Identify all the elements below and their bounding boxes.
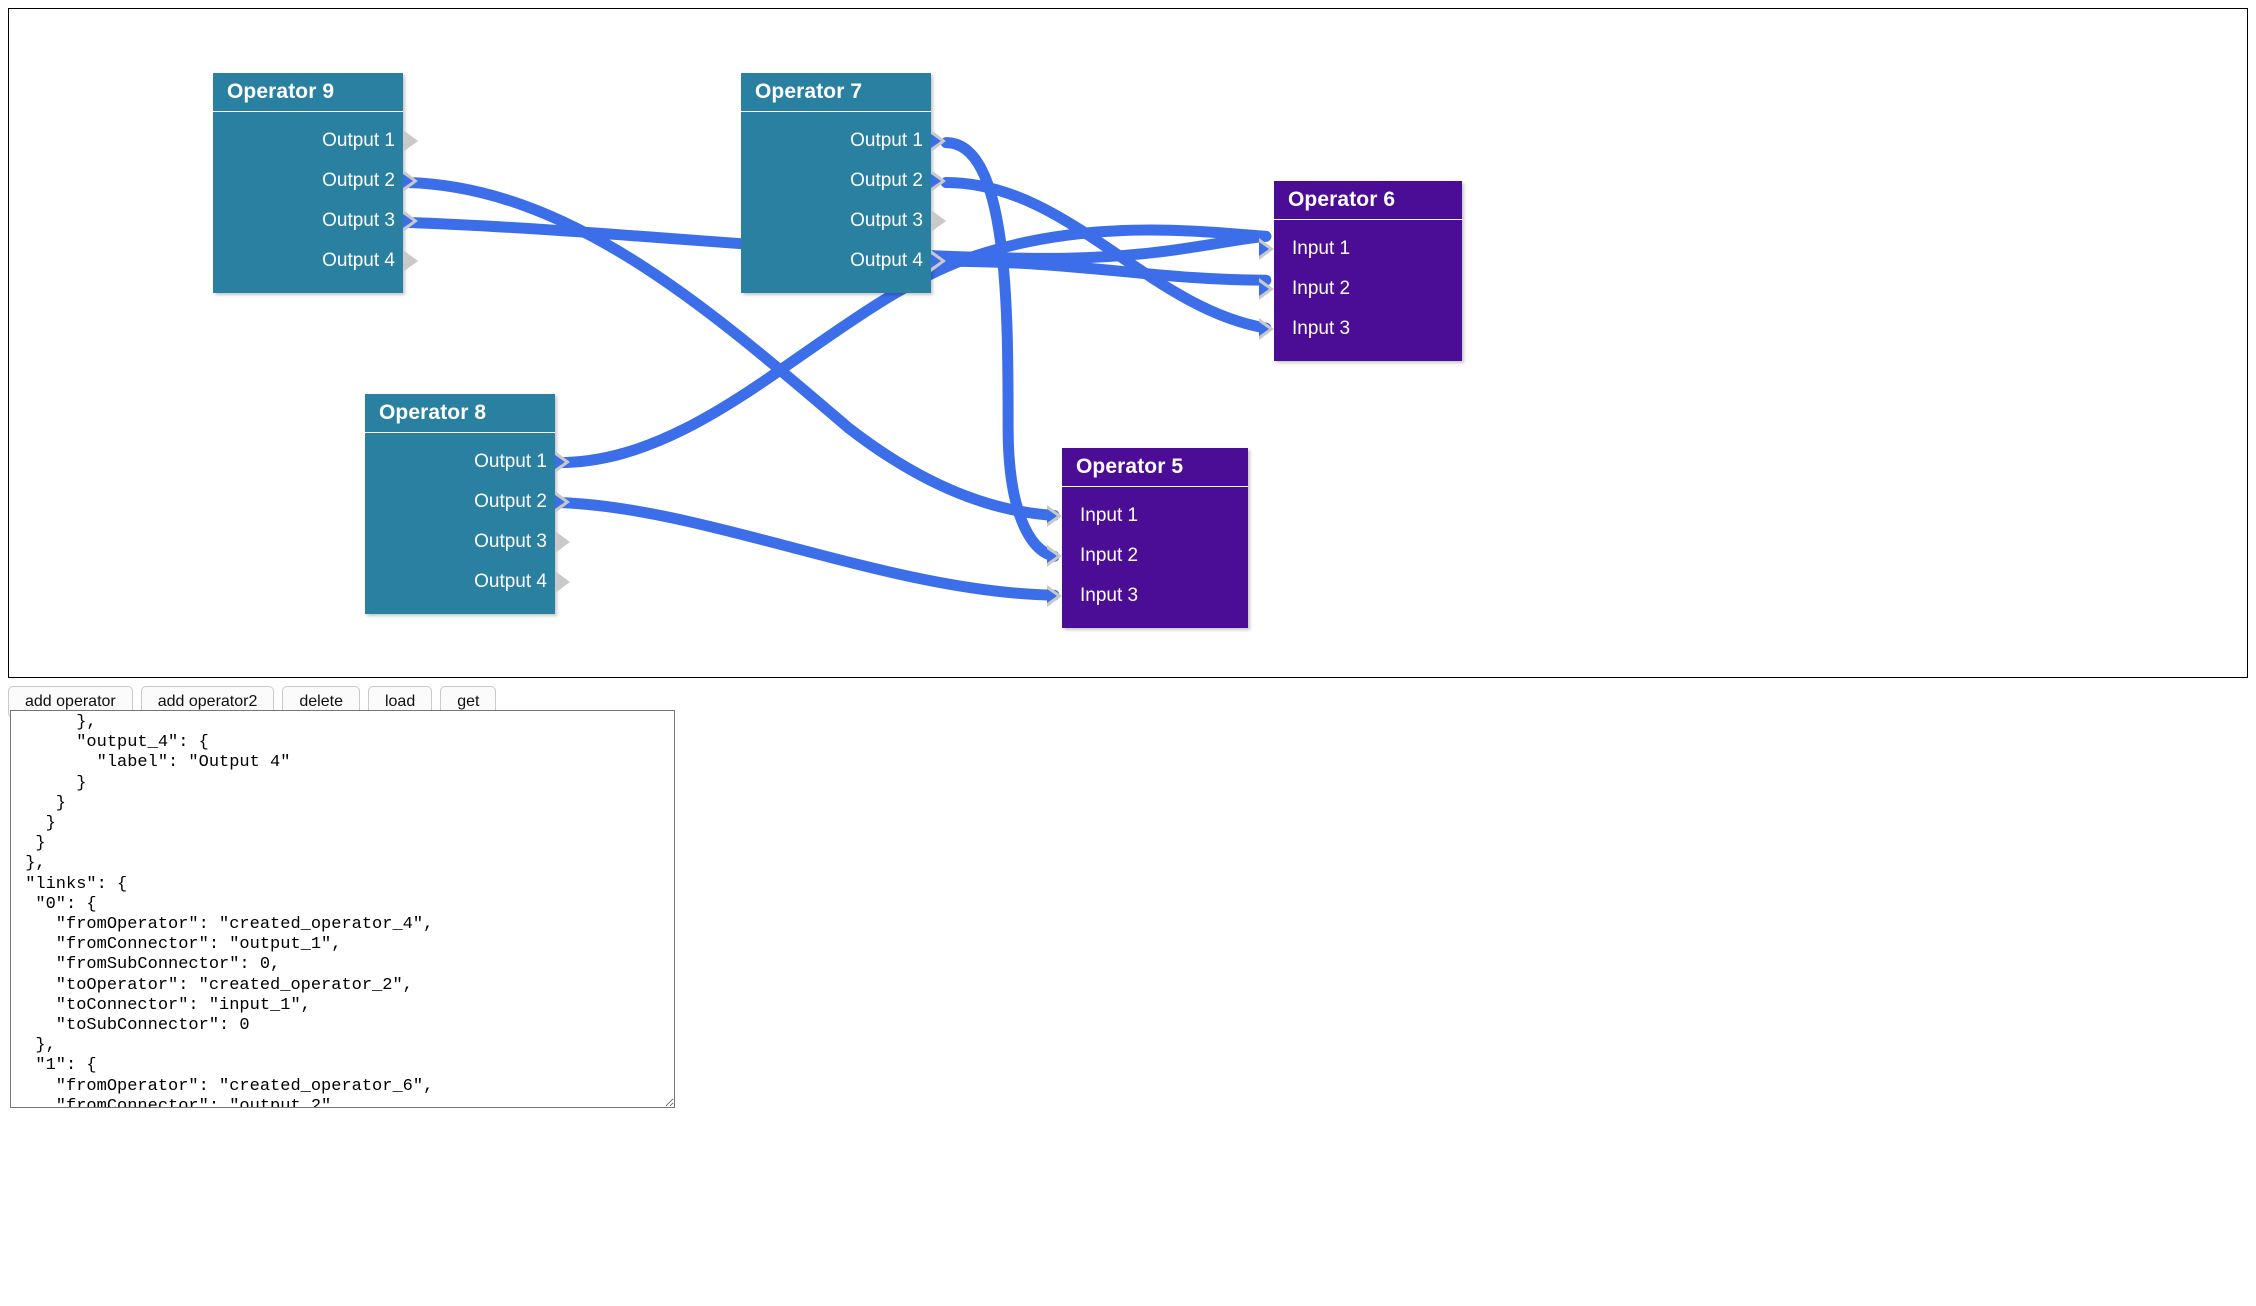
connector-arrow-icon[interactable] [931, 130, 946, 152]
connector-input_1[interactable]: Input 1 [1259, 229, 1462, 269]
connector-label: Output 2 [850, 170, 923, 191]
operator-body: Output 1 Output 2 Output 3 Output 4 [365, 433, 570, 614]
connector-input_3[interactable]: Input 3 [1259, 309, 1462, 349]
connector-label: Output 4 [322, 250, 395, 271]
connector-label: Input 2 [1292, 278, 1351, 299]
connector-output_3[interactable]: Output 3 [365, 522, 570, 562]
operator-box[interactable]: Operator 6 Input 1 Input 2 Input 3 [1259, 181, 1462, 361]
connector-label: Output 2 [322, 170, 395, 191]
connector-label: Output 3 [474, 531, 547, 552]
connector-output_2[interactable]: Output 2 [741, 161, 946, 201]
connector-output_1[interactable]: Output 1 [365, 442, 570, 482]
connector-input_1[interactable]: Input 1 [1047, 496, 1248, 536]
connector-input_2[interactable]: Input 2 [1259, 269, 1462, 309]
connector-label: Output 3 [850, 210, 923, 231]
connector-label: Input 2 [1080, 545, 1139, 566]
connector-arrow-icon[interactable] [555, 571, 570, 593]
connector-output_3[interactable]: Output 3 [741, 201, 946, 241]
operator-title: Operator 8 [365, 394, 555, 433]
connector-arrow-icon[interactable] [403, 210, 418, 232]
connector-arrow-icon[interactable] [1047, 585, 1062, 607]
connector-output_2[interactable]: Output 2 [365, 482, 570, 522]
json-output-textarea[interactable] [10, 710, 675, 1108]
connector-label: Input 1 [1080, 505, 1139, 526]
connector-output_4[interactable]: Output 4 [213, 241, 418, 281]
operator-title: Operator 5 [1062, 448, 1248, 487]
connector-input_2[interactable]: Input 2 [1047, 536, 1248, 576]
connector-arrow-icon[interactable] [1259, 318, 1274, 340]
operator-box[interactable]: Operator 5 Input 1 Input 2 Input 3 [1047, 448, 1248, 628]
connector-output_4[interactable]: Output 4 [741, 241, 946, 281]
connector-output_4[interactable]: Output 4 [365, 562, 570, 602]
operator-body: Input 1 Input 2 Input 3 [1259, 220, 1462, 361]
connector-label: Output 1 [474, 451, 547, 472]
operator-body: Output 1 Output 2 Output 3 Output 4 [741, 112, 946, 293]
connector-output_2[interactable]: Output 2 [213, 161, 418, 201]
connector-arrow-icon[interactable] [1259, 278, 1274, 300]
connector-input_3[interactable]: Input 3 [1047, 576, 1248, 616]
connector-label: Input 1 [1292, 238, 1351, 259]
connector-arrow-icon[interactable] [555, 531, 570, 553]
operator-title: Operator 9 [213, 73, 403, 112]
connector-output_1[interactable]: Output 1 [213, 121, 418, 161]
operator-body: Input 1 Input 2 Input 3 [1047, 487, 1248, 628]
connector-arrow-icon[interactable] [1047, 545, 1062, 567]
connector-label: Output 4 [850, 250, 923, 271]
operator-body: Output 1 Output 2 Output 3 Output 4 [213, 112, 418, 293]
connector-arrow-icon[interactable] [403, 250, 418, 272]
connector-label: Input 3 [1292, 318, 1351, 339]
connector-output_3[interactable]: Output 3 [213, 201, 418, 241]
connector-arrow-icon[interactable] [931, 250, 946, 272]
connector-label: Output 3 [322, 210, 395, 231]
connector-arrow-icon[interactable] [931, 210, 946, 232]
flow-link[interactable] [940, 176, 1272, 334]
connector-label: Output 1 [850, 130, 923, 151]
operator-title: Operator 6 [1274, 181, 1462, 220]
flow-link[interactable] [940, 255, 1272, 286]
connector-arrow-icon[interactable] [555, 491, 570, 513]
connector-arrow-icon[interactable] [403, 170, 418, 192]
connector-arrow-icon[interactable] [1259, 238, 1274, 260]
flow-link[interactable] [940, 137, 1060, 562]
connector-arrow-icon[interactable] [555, 451, 570, 473]
connector-arrow-icon[interactable] [931, 170, 946, 192]
connector-arrow-icon[interactable] [403, 130, 418, 152]
flow-link[interactable] [553, 497, 1060, 601]
connector-output_1[interactable]: Output 1 [741, 121, 946, 161]
connector-label: Input 3 [1080, 585, 1139, 606]
operator-title: Operator 7 [741, 73, 931, 112]
connector-arrow-icon[interactable] [1047, 505, 1062, 527]
connector-label: Output 2 [474, 491, 547, 512]
connector-label: Output 1 [322, 130, 395, 151]
connector-label: Output 4 [474, 571, 547, 592]
